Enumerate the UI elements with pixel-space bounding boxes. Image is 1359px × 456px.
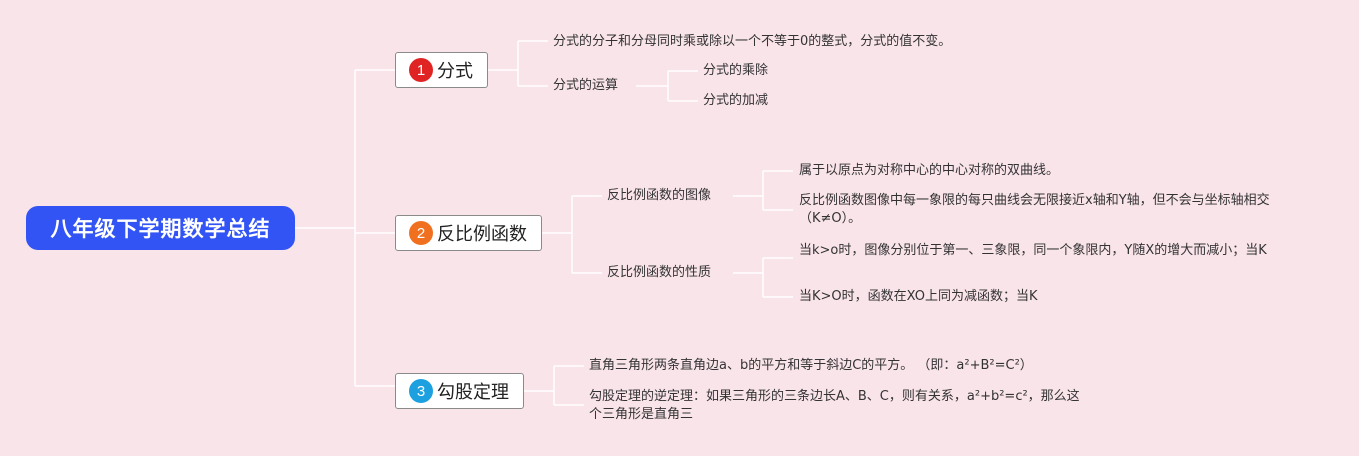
topic-fraction-property[interactable]: 分式的分子和分母同时乘或除以一个不等于0的整式，分式的值不变。 <box>553 34 952 49</box>
branch-pythagorean[interactable]: 3 勾股定理 <box>395 373 524 409</box>
number-2-badge: 2 <box>409 221 433 245</box>
branch-label: 勾股定理 <box>437 382 509 403</box>
topic-fraction-mul-div[interactable]: 分式的乘除 <box>703 63 769 78</box>
topic-inverse-properties[interactable]: 反比例函数的性质 <box>607 265 712 280</box>
branch-label: 反比例函数 <box>437 224 527 245</box>
number-3-badge: 3 <box>409 379 433 403</box>
topic-property-k-positive[interactable]: 当k>o时，图像分别位于第一、三象限，同一个象限内，Y随X的增大而减小；当K <box>799 243 1267 258</box>
root-topic[interactable]: 八年级下学期数学总结 <box>26 206 295 250</box>
branch-label: 分式 <box>437 61 473 82</box>
number-1-badge: 1 <box>409 58 433 82</box>
topic-pythagorean-theorem[interactable]: 直角三角形两条直角边a、b的平方和等于斜边C的平方。 （即：a²+B²=C²） <box>589 358 1033 373</box>
topic-graph-asymptote[interactable]: 反比例函数图像中每一象限的每只曲线会无限接近x轴和Y轴，但不会与坐标轴相交（K≠… <box>799 193 1270 226</box>
root-topic-label: 八年级下学期数学总结 <box>50 217 271 241</box>
topic-graph-hyperbola[interactable]: 属于以原点为对称中心的中心对称的双曲线。 <box>799 163 1060 178</box>
topic-property-decreasing[interactable]: 当K>O时，函数在XO上同为减函数；当K <box>799 289 1038 304</box>
branch-fractions[interactable]: 1 分式 <box>395 52 488 88</box>
topic-fraction-add-sub[interactable]: 分式的加减 <box>703 93 769 108</box>
branch-inverse-proportion[interactable]: 2 反比例函数 <box>395 215 542 251</box>
topic-pythagorean-converse[interactable]: 勾股定理的逆定理：如果三角形的三条边长A、B、C，则有关系，a²+b²=c²，那… <box>589 389 1080 422</box>
topic-fraction-operations[interactable]: 分式的运算 <box>553 78 619 93</box>
topic-inverse-graph[interactable]: 反比例函数的图像 <box>607 188 712 203</box>
